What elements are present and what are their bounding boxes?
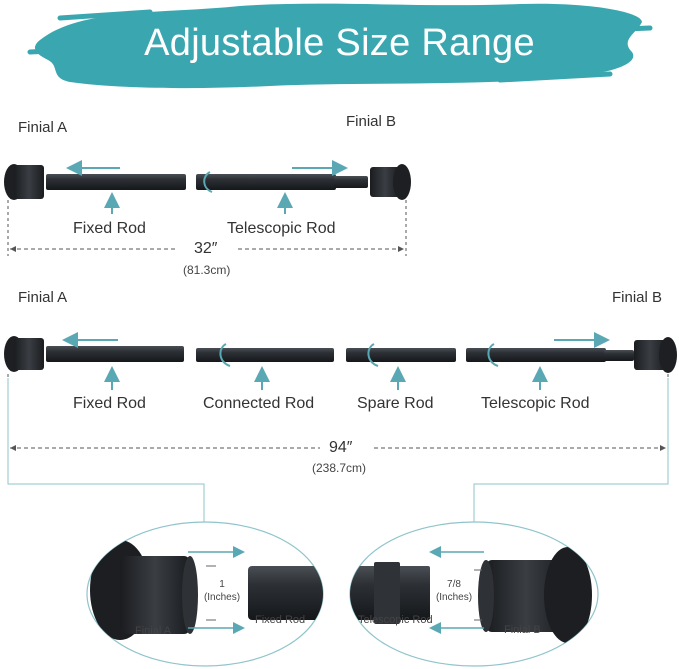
label-finial-a-short: Finial A [18,119,68,136]
telescopic-rod-long [466,343,634,367]
label-fixed-rod-detail: Fixed Rod [255,614,306,626]
label-telescopic-rod-long: Telescopic Rod [481,395,590,412]
label-size-left: 1 (Inches) [200,578,244,604]
spare-rod [346,343,456,367]
label-finial-b-long: Finial B [612,289,663,306]
label-finial-a-long: Finial A [18,289,68,306]
banner-title: Adjustable Size Range [144,22,535,64]
size-value-right: 7/8 [447,579,461,590]
label-length-in-long: 94″ [329,439,353,456]
finial-a-short [4,164,44,200]
telescopic-rod-short [196,171,368,193]
finial-b-long [634,337,677,373]
size-value-left: 1 [219,579,225,590]
label-fixed-rod-short: Fixed Rod [73,220,146,237]
short-configuration [4,160,411,256]
finial-b-short [370,164,411,200]
long-configuration [4,332,677,522]
label-finial-a-detail: Finial A [135,625,172,637]
label-telescopic-rod-short: Telescopic Rod [227,220,336,237]
size-unit-left: (Inches) [203,592,241,603]
label-length-in-short: 32″ [194,240,218,257]
label-spare-rod: Spare Rod [357,395,434,412]
label-length-cm-short: (81.3cm) [183,263,231,277]
detail-left [86,521,324,667]
fixed-rod-long [46,346,184,362]
label-telescopic-rod-detail: Telescopic Rod [358,614,433,626]
detail-right [349,521,599,667]
label-length-cm-long: (238.7cm) [312,461,367,475]
title-banner [27,3,653,89]
connected-rod [196,343,334,367]
label-fixed-rod-long: Fixed Rod [73,395,146,412]
label-finial-b-detail: Finial B [504,624,541,636]
fixed-rod-short [46,174,186,190]
size-unit-right: (Inches) [435,592,473,603]
finial-a-long [4,336,44,372]
label-connected-rod: Connected Rod [203,395,315,412]
label-finial-b-short: Finial B [346,113,397,130]
label-size-right: 7/8 (Inches) [430,578,478,604]
